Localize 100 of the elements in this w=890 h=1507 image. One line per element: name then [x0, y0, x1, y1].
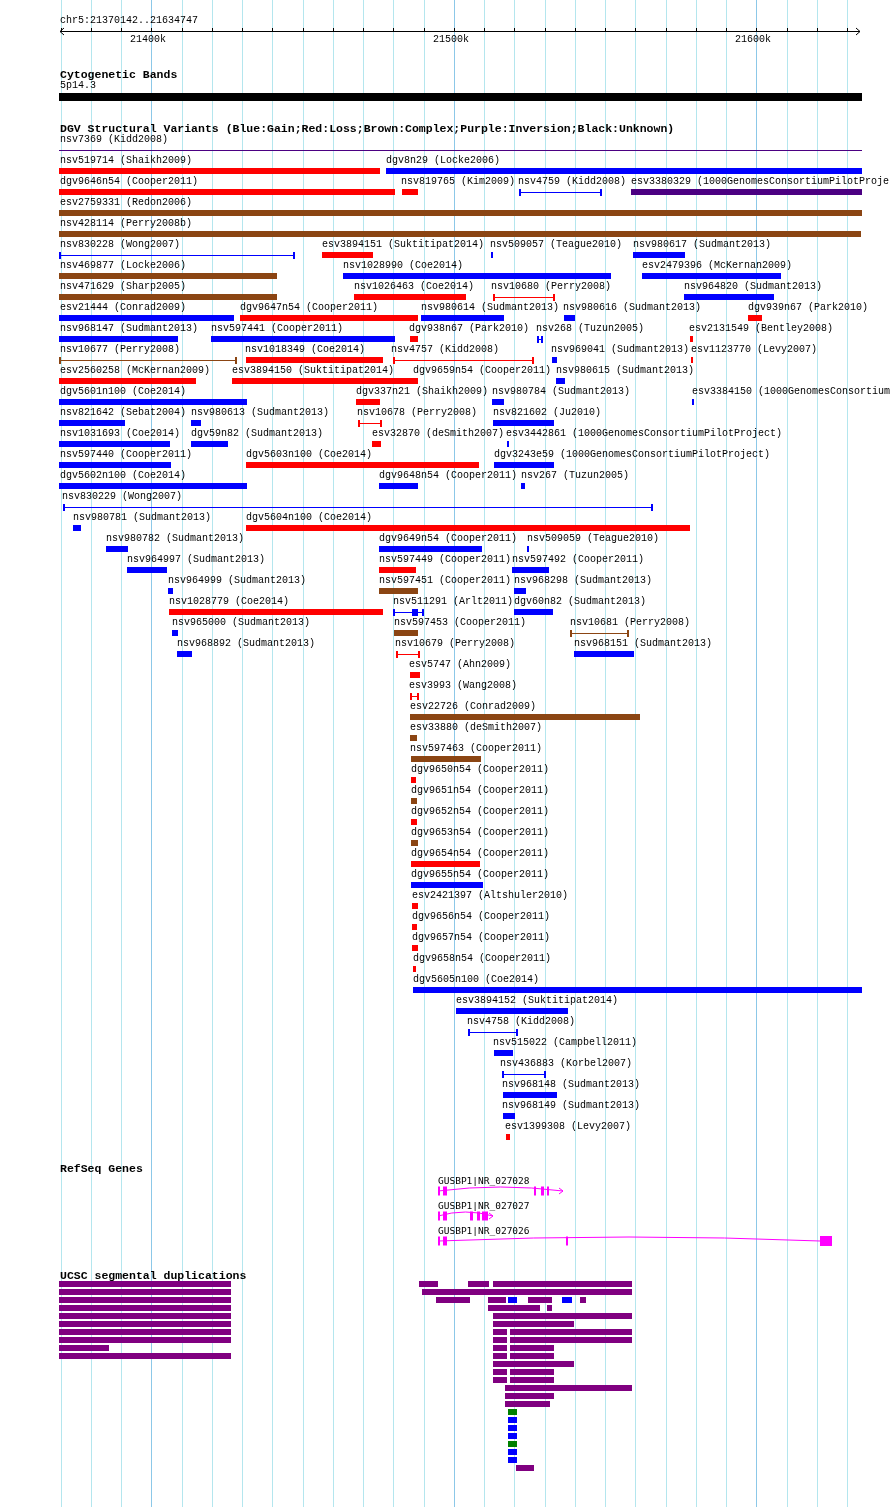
- feature-label: esv2560258 (McKernan2009): [60, 365, 211, 377]
- feature-label: dgv3243e59 (1000GenomesConsortiumPilotProject): [494, 449, 771, 461]
- feature-label: nsv10681 (Perry2008): [570, 617, 691, 629]
- feature-label: nsv980784 (Sudmant2013): [492, 386, 631, 398]
- feature-label: esv2421397 (Altshuler2010): [412, 890, 569, 902]
- feature-label: nsv10678 (Perry2008): [357, 407, 478, 419]
- feature-label: nsv7369 (Kidd2008): [60, 134, 169, 146]
- feature-label: dgv5604n100 (Coe2014): [246, 512, 373, 524]
- feature-label: nsv597492 (Cooper2011): [512, 554, 645, 566]
- feature-label: dgv938n67 (Park2010): [409, 323, 530, 335]
- feature-label: nsv980782 (Sudmant2013): [106, 533, 245, 545]
- feature-label: nsv10679 (Perry2008): [395, 638, 516, 650]
- feature-label: dgv9659n54 (Cooper2011): [413, 365, 552, 377]
- feature-label: nsv980781 (Sudmant2013): [73, 512, 212, 524]
- feature-label: dgv9647n54 (Cooper2011): [240, 302, 379, 314]
- feature-label: esv2131549 (Bentley2008): [689, 323, 834, 335]
- feature-label: nsv4757 (Kidd2008): [391, 344, 500, 356]
- feature-label: nsv964820 (Sudmant2013): [684, 281, 823, 293]
- feature-label: nsv830229 (Wong2007): [62, 491, 183, 503]
- feature-label: dgv9649n54 (Cooper2011): [379, 533, 518, 545]
- feature-label: esv1399308 (Levy2007): [505, 1121, 632, 1133]
- feature-label: esv2479396 (McKernan2009): [642, 260, 793, 272]
- feature-label: dgv9651n54 (Cooper2011): [411, 785, 550, 797]
- gene-label: GUSBP1|NR_027026: [438, 1224, 530, 1236]
- feature-label: nsv471629 (Sharp2005): [60, 281, 187, 293]
- feature-label: 21400k: [130, 34, 166, 46]
- feature-label: nsv980613 (Sudmant2013): [191, 407, 330, 419]
- feature-label: esv3993 (Wang2008): [409, 680, 518, 692]
- feature-label: nsv969041 (Sudmant2013): [551, 344, 690, 356]
- feature-label: esv3894150 (Suktitipat2014): [232, 365, 395, 377]
- feature-label: nsv597449 (Cooper2011): [379, 554, 512, 566]
- feature-label: nsv965000 (Sudmant2013): [172, 617, 311, 629]
- feature-label: dgv59n82 (Sudmant2013): [191, 428, 324, 440]
- feature-label: dgv5601n100 (Coe2014): [60, 386, 187, 398]
- feature-label: dgv5603n100 (Coe2014): [246, 449, 373, 461]
- feature-label: nsv1028779 (Coe2014): [169, 596, 290, 608]
- feature-label: dgv939n67 (Park2010): [748, 302, 869, 314]
- feature-label: nsv968151 (Sudmant2013): [574, 638, 713, 650]
- feature-label: dgv9650n54 (Cooper2011): [411, 764, 550, 776]
- feature-label: esv22726 (Conrad2009): [410, 701, 537, 713]
- feature-label: nsv10677 (Perry2008): [60, 344, 181, 356]
- feature-label: nsv519714 (Shaikh2009): [60, 155, 193, 167]
- feature-label: dgv60n82 (Sudmant2013): [514, 596, 647, 608]
- feature-label: nsv4758 (Kidd2008): [467, 1016, 576, 1028]
- track-heading: Cytogenetic Bands: [60, 67, 178, 81]
- feature-label: nsv515022 (Campbell2011): [493, 1037, 638, 1049]
- feature-label: dgv5602n100 (Coe2014): [60, 470, 187, 482]
- feature-label: nsv964999 (Sudmant2013): [168, 575, 307, 587]
- feature-label: dgv9646n54 (Cooper2011): [60, 176, 199, 188]
- feature-label: nsv980615 (Sudmant2013): [556, 365, 695, 377]
- feature-label: dgv9655n54 (Cooper2011): [411, 869, 550, 881]
- feature-label: nsv819765 (Kim2009): [401, 176, 516, 188]
- feature-label: nsv964997 (Sudmant2013): [127, 554, 266, 566]
- feature-label: nsv268 (Tuzun2005): [536, 323, 645, 335]
- feature-label: esv5747 (Ahn2009): [409, 659, 512, 671]
- gene-label: GUSBP1|NR_027028: [438, 1174, 530, 1186]
- feature-label: nsv511291 (Arlt2011): [393, 596, 514, 608]
- feature-label: nsv968298 (Sudmant2013): [514, 575, 653, 587]
- gene-label: GUSBP1|NR_027027: [438, 1199, 530, 1211]
- feature-label: esv3894152 (Suktitipat2014): [456, 995, 619, 1007]
- feature-label: esv3442861 (1000GenomesConsortiumPilotProject): [506, 428, 783, 440]
- feature-label: dgv337n21 (Shaikh2009): [356, 386, 489, 398]
- feature-label: esv1123770 (Levy2007): [691, 344, 818, 356]
- feature-label: esv3894151 (Suktitipat2014): [322, 239, 485, 251]
- feature-label: esv2759331 (Redon2006): [60, 197, 193, 209]
- feature-label: esv32870 (deSmith2007): [372, 428, 505, 440]
- feature-label: dgv5605n100 (Coe2014): [413, 974, 540, 986]
- feature-label: dgv9656n54 (Cooper2011): [412, 911, 551, 923]
- track-heading: RefSeq Genes: [60, 1161, 143, 1175]
- feature-label: chr5:21370142..21634747: [60, 15, 199, 27]
- feature-label: dgv9657n54 (Cooper2011): [412, 932, 551, 944]
- feature-label: nsv436883 (Korbel2007): [500, 1058, 633, 1070]
- feature-label: nsv1018349 (Coe2014): [245, 344, 366, 356]
- feature-label: nsv830228 (Wong2007): [60, 239, 181, 251]
- feature-label: dgv9653n54 (Cooper2011): [411, 827, 550, 839]
- feature-label: nsv597463 (Cooper2011): [410, 743, 543, 755]
- feature-label: nsv428114 (Perry2008b): [60, 218, 193, 230]
- feature-label: dgv9658n54 (Cooper2011): [413, 953, 552, 965]
- feature-label: dgv9652n54 (Cooper2011): [411, 806, 550, 818]
- feature-label: dgv9648n54 (Cooper2011): [379, 470, 518, 482]
- feature-label: dgv8n29 (Locke2006): [386, 155, 501, 167]
- feature-label: nsv980616 (Sudmant2013): [563, 302, 702, 314]
- feature-label: nsv1026463 (Coe2014): [354, 281, 475, 293]
- feature-label: nsv968892 (Sudmant2013): [177, 638, 316, 650]
- track-heading: UCSC segmental duplications: [60, 1268, 247, 1282]
- feature-label: nsv980614 (Sudmant2013): [421, 302, 560, 314]
- feature-label: 21500k: [433, 34, 469, 46]
- feature-label: dgv9654n54 (Cooper2011): [411, 848, 550, 860]
- feature-label: nsv1031693 (Coe2014): [60, 428, 181, 440]
- feature-label: 21600k: [735, 34, 771, 46]
- feature-label: nsv968147 (Sudmant2013): [60, 323, 199, 335]
- feature-label: nsv597441 (Cooper2011): [211, 323, 344, 335]
- feature-label: nsv509057 (Teague2010): [490, 239, 623, 251]
- feature-label: nsv821602 (Ju2010): [493, 407, 602, 419]
- feature-label: nsv821642 (Sebat2004): [60, 407, 187, 419]
- feature-label: nsv469877 (Locke2006): [60, 260, 187, 272]
- feature-label: nsv968149 (Sudmant2013): [502, 1100, 641, 1112]
- track-heading: DGV Structural Variants (Blue:Gain;Red:Loss;Brown:Complex;Purple:Inversion;Black:Unknown): [60, 121, 675, 135]
- feature-label: nsv968148 (Sudmant2013): [502, 1079, 641, 1091]
- feature-label: nsv1028990 (Coe2014): [343, 260, 464, 272]
